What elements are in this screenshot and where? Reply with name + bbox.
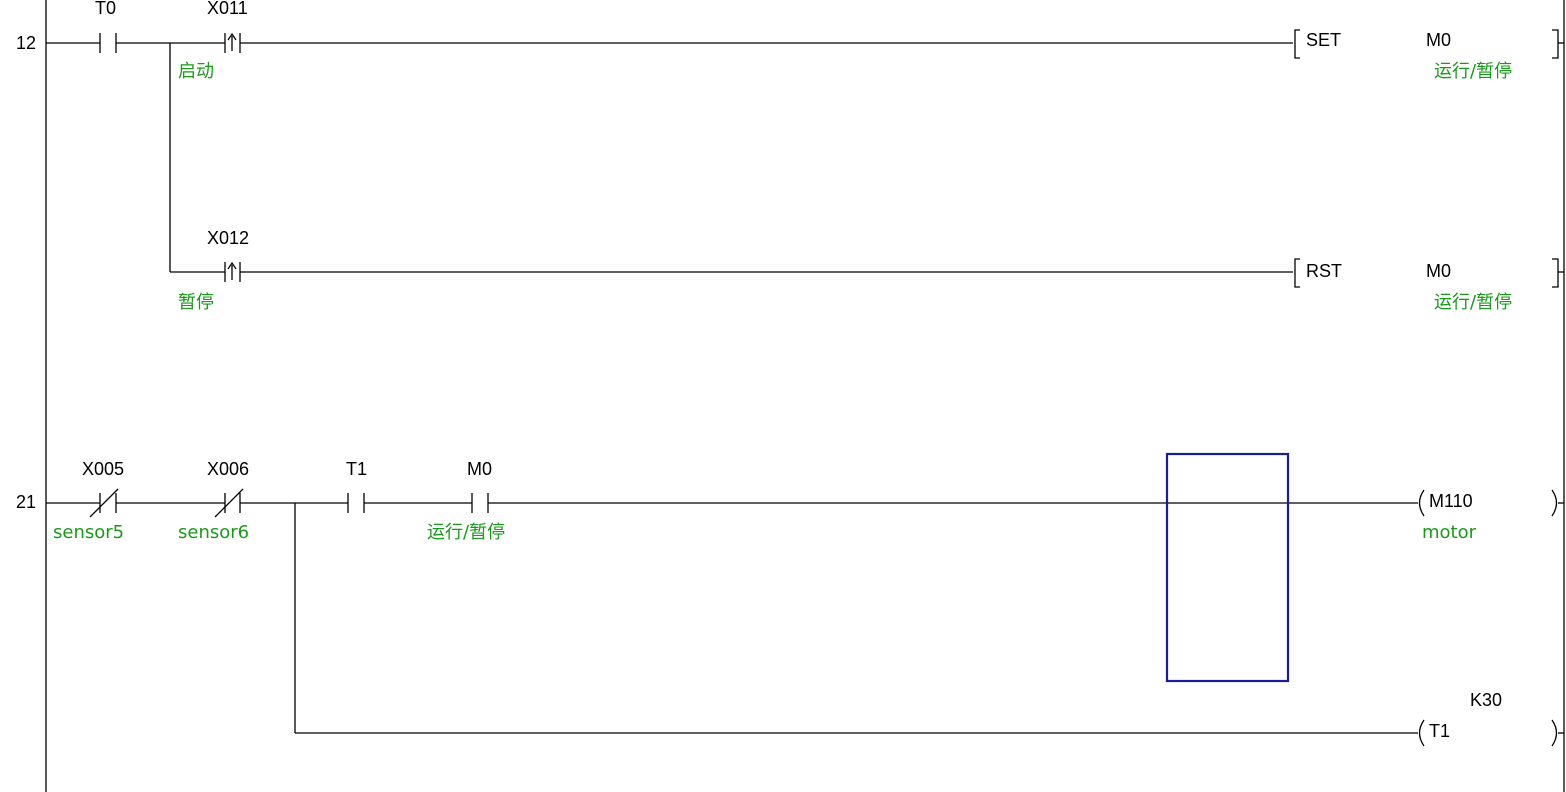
bracket-close-icon: [1552, 258, 1559, 288]
device-label-m0: M0: [467, 459, 492, 479]
device-label-x005: X005: [82, 459, 124, 479]
coil-close-paren-icon: [1551, 719, 1558, 747]
contact-x011-rising[interactable]: X011 启动: [170, 0, 1293, 82]
instruction-rst-m0[interactable]: RST M0 运行/暂停: [1294, 258, 1564, 313]
contact-x012-rising[interactable]: X012 暂停: [170, 228, 1293, 313]
device-label-x012: X012: [207, 228, 249, 248]
bracket-open-icon: [1294, 29, 1300, 59]
step-number-12: 12: [16, 33, 36, 53]
contact-x006-nc[interactable]: X006 sensor6: [170, 459, 295, 543]
editor-cursor-box[interactable]: [1165, 452, 1290, 683]
comment-m0-rst: 运行/暂停: [1434, 292, 1512, 313]
bracket-open-icon: [1294, 258, 1300, 288]
instruction-operand-m0: M0: [1426, 261, 1451, 281]
coil-close-paren-icon: [1551, 489, 1558, 517]
comment-x006: sensor6: [178, 522, 249, 543]
bracket-close-icon: [1552, 29, 1559, 59]
coil-device-t1: T1: [1429, 721, 1450, 741]
comment-x011: 启动: [178, 61, 214, 82]
contact-x005-nc[interactable]: X005 sensor5: [46, 459, 170, 543]
coil-t1-timer[interactable]: T1 K30: [295, 690, 1564, 747]
nc-slash-icon: [89, 488, 119, 518]
rising-edge-arrow-icon: [227, 261, 237, 270]
timer-setting-k30: K30: [1470, 690, 1502, 710]
coil-open-paren-icon: [1418, 719, 1425, 747]
comment-x005: sensor5: [53, 522, 124, 543]
instruction-name-set: SET: [1306, 30, 1341, 50]
contact-m0[interactable]: M0 运行/暂停: [427, 459, 1418, 543]
contact-t0[interactable]: T0: [46, 0, 170, 53]
coil-m110[interactable]: M110 motor: [1418, 489, 1565, 543]
coil-device-m110: M110: [1429, 491, 1473, 511]
instruction-set-m0[interactable]: SET M0 运行/暂停: [1294, 29, 1564, 82]
step-number-21: 21: [16, 492, 36, 512]
device-label-x011: X011: [207, 0, 248, 18]
comment-x012: 暂停: [178, 292, 214, 313]
instruction-operand-m0: M0: [1426, 30, 1451, 50]
instruction-name-rst: RST: [1306, 261, 1342, 281]
device-label-t0: T0: [95, 0, 116, 18]
coil-open-paren-icon: [1418, 489, 1425, 517]
contact-t1[interactable]: T1: [295, 459, 472, 513]
device-label-t1: T1: [346, 459, 367, 479]
device-label-x006: X006: [207, 459, 249, 479]
nc-slash-icon: [214, 488, 244, 518]
comment-m0-set: 运行/暂停: [1434, 61, 1512, 82]
comment-m0: 运行/暂停: [427, 522, 505, 543]
comment-m110: motor: [1422, 522, 1477, 543]
rising-edge-arrow-icon: [227, 32, 237, 41]
